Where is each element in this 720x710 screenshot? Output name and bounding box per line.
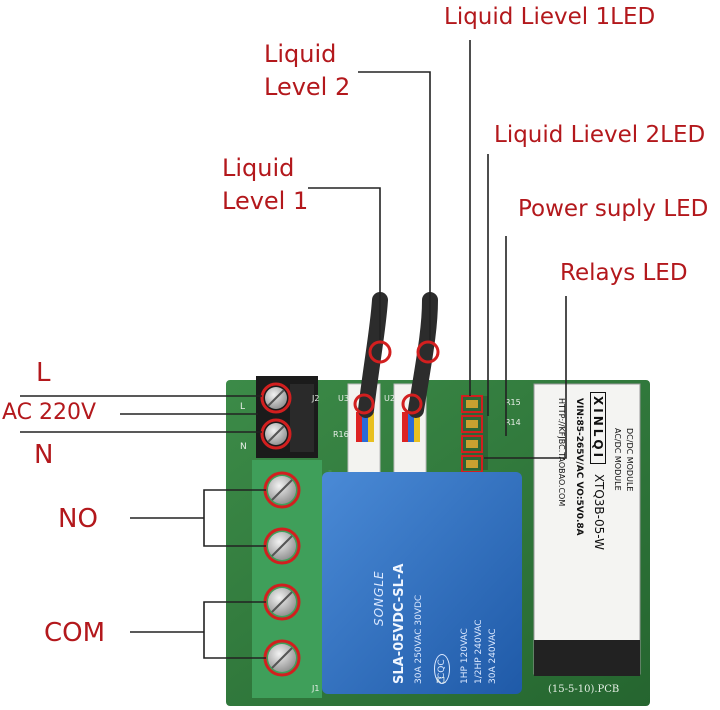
pcb-mark-r16: R16 bbox=[333, 430, 349, 439]
relay-contact-rating: 30A 250VAC 30VDC bbox=[414, 594, 424, 684]
module-spec: VIN:85-265V/AC VO:5V0.8A bbox=[574, 398, 584, 536]
pcb-mark-j1: J1 bbox=[312, 684, 320, 693]
label-liquid-level-2: Liquid Level 2 bbox=[264, 40, 351, 101]
label-liquid-level-2-led: Liquid Lievel 2LED bbox=[494, 122, 706, 148]
module-type-1: DC/DC MODULE bbox=[625, 428, 634, 492]
label-power-supply-led: Power suply LED bbox=[518, 196, 709, 222]
label-n: N bbox=[34, 440, 54, 470]
pcb-mark-n: N bbox=[240, 442, 247, 452]
power-module-text: DC/DC MODULE AC/DC MODULE XINLQI XTQ3B-0… bbox=[534, 388, 640, 638]
pcb-mark-u2: U2 bbox=[384, 394, 395, 403]
relay bbox=[322, 472, 522, 694]
leds bbox=[461, 395, 488, 473]
relay-rating-2: 1/2HP 240VAC bbox=[474, 619, 484, 684]
pcb-mark-k1: K1 bbox=[436, 676, 447, 685]
pcb-mark-r15: R15 bbox=[505, 398, 521, 407]
label-com: COM bbox=[44, 618, 106, 648]
relay-rating-1: 1HP 120VAC bbox=[460, 628, 470, 684]
label-relays-led: Relays LED bbox=[560, 260, 688, 286]
relay-brand: SONGLE bbox=[372, 570, 386, 626]
label-l: L bbox=[36, 358, 51, 388]
label-liquid-level-1: Liquid Level 1 bbox=[222, 154, 309, 215]
module-url: HTTP://KFJBC.TAOBAO.COM bbox=[557, 398, 566, 507]
terminal-highlights bbox=[260, 382, 301, 677]
label-ac-220v: AC 220V bbox=[2, 400, 97, 425]
pcb-mark-u3: U3 bbox=[338, 394, 349, 403]
output-screws bbox=[268, 476, 296, 672]
pcb-mark-j2: J2 bbox=[312, 394, 320, 403]
relay-rating-3: 30A 240VAC bbox=[488, 628, 498, 684]
pcb-mark-bottom: (15-5-10).PCB bbox=[548, 684, 620, 695]
relay-model: SLA-05VDC-SL-A bbox=[392, 563, 407, 684]
module-brand: XINLQI bbox=[590, 392, 606, 465]
pcb-mark-r14: R14 bbox=[505, 418, 521, 427]
wire-colors bbox=[356, 412, 420, 442]
pcb-mark-l: L bbox=[240, 402, 246, 412]
label-no: NO bbox=[58, 504, 98, 534]
relay-text: SONGLE SLA-05VDC-SL-A 30A 250VAC 30VDC C… bbox=[322, 472, 522, 694]
module-type-2: AC/DC MODULE bbox=[613, 428, 622, 491]
module-model: XTQ3B-05-W bbox=[592, 474, 606, 550]
label-liquid-level-1-led: Liquid Lievel 1LED bbox=[444, 4, 656, 30]
